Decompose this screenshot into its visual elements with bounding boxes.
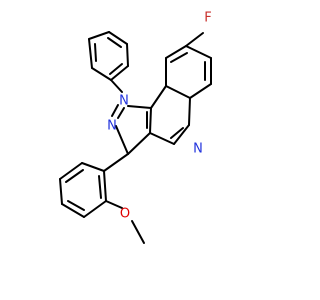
fluorine-label: F: [204, 11, 211, 26]
molecule-structure: F N N N O: [59, 11, 212, 244]
n1-label: N: [119, 94, 129, 109]
bond-lines: [59, 31, 212, 244]
n2-label: N: [107, 119, 117, 134]
atom-labels: F N N N O: [107, 11, 212, 222]
n5-label: N: [193, 142, 203, 157]
oxygen-label: O: [120, 207, 130, 222]
